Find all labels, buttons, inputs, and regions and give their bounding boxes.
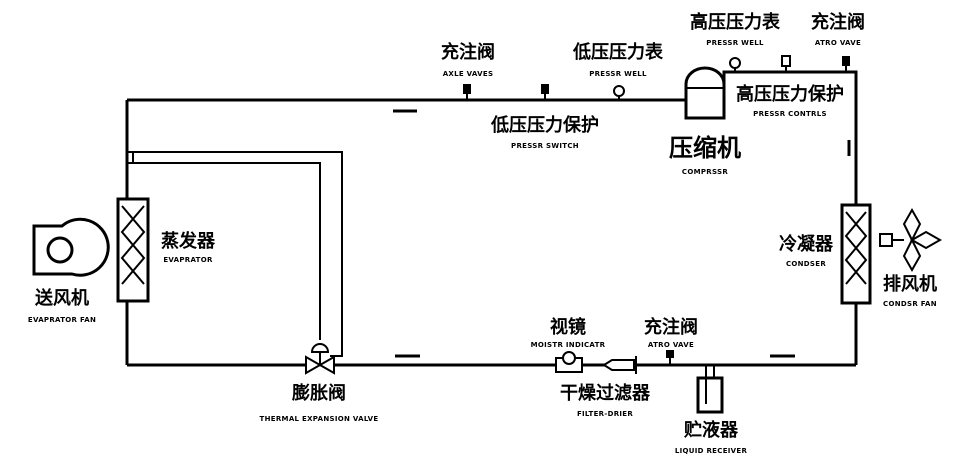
receiver-label: 贮液器 bbox=[683, 419, 739, 441]
high-pressure-protect-label: 高压压力保护 bbox=[736, 83, 844, 105]
supply-fan-en: EVAPRATOR FAN bbox=[28, 316, 96, 324]
supply-fan-label: 送风机 bbox=[34, 287, 89, 309]
supply-fan-icon bbox=[32, 217, 110, 277]
charge-valve-low-en: AXLE VAVES bbox=[443, 70, 494, 78]
low-pressure-protect-label: 低压压力保护 bbox=[490, 114, 599, 136]
high-pressure-gauge-label: 高压压力表 bbox=[690, 11, 781, 33]
evaporator-label: 蒸发器 bbox=[161, 230, 216, 252]
filter-drier-en: FILTER-DRIER bbox=[577, 410, 633, 418]
expansion-valve-label: 膨胀阀 bbox=[291, 382, 346, 404]
evaporator-en: EVAPRATOR bbox=[163, 256, 213, 264]
sight-glass-icon bbox=[555, 351, 583, 373]
condenser bbox=[840, 203, 872, 305]
bottom-charge-valve bbox=[666, 350, 674, 365]
charge-valve-bottom-label: 充注阀 bbox=[644, 316, 698, 338]
charge-valve-high-en: ATRO VAVE bbox=[815, 39, 861, 47]
low-side-fittings bbox=[463, 84, 625, 100]
expansion-valve-icon bbox=[305, 343, 335, 375]
exhaust-fan-label: 排风机 bbox=[883, 273, 937, 295]
charge-valve-low-label: 充注阀 bbox=[441, 41, 495, 63]
sight-glass-label: 视镜 bbox=[550, 316, 586, 338]
high-pressure-protect-en: PRESSR CONTRLS bbox=[753, 110, 827, 118]
charge-valve-high-label: 充注阀 bbox=[811, 11, 865, 33]
receiver-en: LIQUID RECEIVER bbox=[675, 447, 748, 455]
condenser-label: 冷凝器 bbox=[779, 233, 834, 255]
filter-drier-icon bbox=[602, 356, 637, 374]
sight-glass-en: MOISTR INDICATR bbox=[531, 341, 606, 349]
compressor-en: COMPRSSR bbox=[682, 168, 728, 176]
exhaust-fan-icon bbox=[879, 207, 943, 273]
low-pressure-protect-en: PRESSR SWITCH bbox=[511, 142, 579, 150]
flow-marks bbox=[132, 109, 851, 358]
labels: 充注阀 AXLE VAVES 低压压力表 PRESSR WELL 高压压力表 P… bbox=[28, 11, 937, 455]
low-pressure-gauge-en: PRESSR WELL bbox=[589, 70, 647, 78]
exhaust-fan-en: CONDSR FAN bbox=[883, 300, 937, 308]
high-side-fittings bbox=[729, 55, 850, 72]
condenser-en: CONDSER bbox=[786, 260, 826, 268]
charge-valve-bottom-en: ATRO VAVE bbox=[648, 341, 694, 349]
compressor-icon bbox=[684, 66, 726, 120]
receiver-icon bbox=[696, 365, 724, 414]
expansion-valve-en: THERMAL EXPANSION VALVE bbox=[260, 415, 379, 423]
low-pressure-gauge-label: 低压压力表 bbox=[572, 41, 664, 63]
compressor-label: 压缩机 bbox=[669, 134, 741, 162]
filter-drier-label: 干燥过滤器 bbox=[560, 382, 651, 404]
high-pressure-gauge-en: PRESSR WELL bbox=[706, 39, 764, 47]
evaporator bbox=[116, 197, 150, 303]
